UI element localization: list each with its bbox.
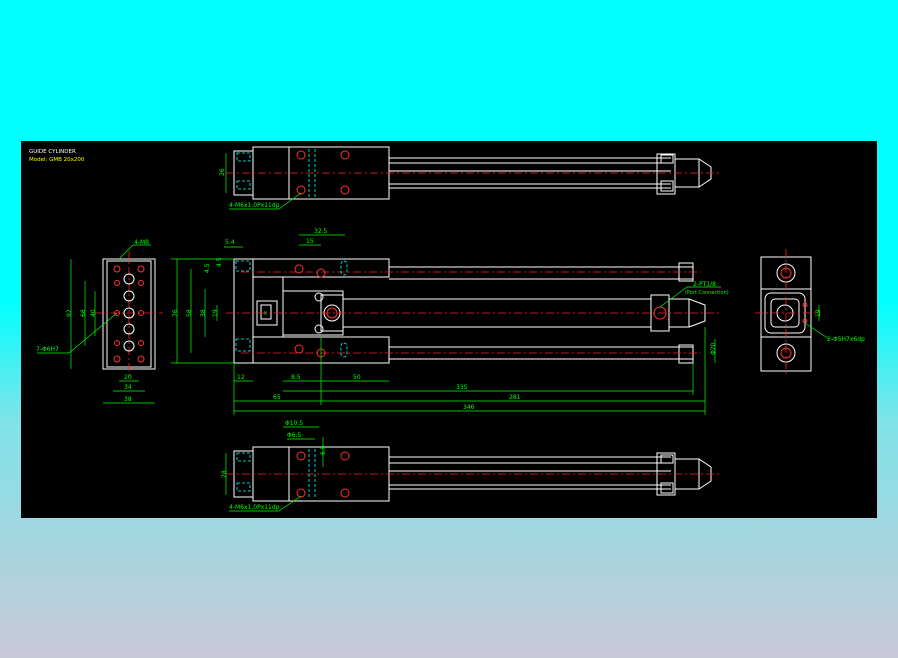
dim-top-holes-note: 4-M6x1.0Px11dp bbox=[229, 202, 280, 209]
guide-cylinder-drawing: GUIDE CYLINDER Model: GMB 20x200 26 4-M6… bbox=[29, 146, 865, 512]
dim-side-7-phi6h7: 7-Φ6H7 bbox=[36, 346, 59, 353]
dim-side-40: 40 bbox=[90, 309, 97, 317]
front-piston-mark: ✕ bbox=[263, 310, 268, 317]
dim-side-34: 34 bbox=[124, 384, 132, 391]
dim-bottom-height: 28 bbox=[221, 470, 228, 478]
dim-side-68: 68 bbox=[80, 309, 87, 317]
dim-front-38: 38 bbox=[200, 309, 207, 317]
front-view: ✕ 76 58 38 19 4.5 4.5 bbox=[171, 228, 729, 415]
dim-front-15: 15 bbox=[306, 238, 314, 245]
dim-front-8-5: 8.5 bbox=[291, 374, 301, 381]
end-view: 19 2-Φ5H7x6dp bbox=[755, 249, 865, 377]
dim-front-76: 76 bbox=[172, 309, 179, 317]
dim-front-4-5-b: 4.5 bbox=[216, 257, 223, 267]
drawing-title: GUIDE CYLINDER bbox=[29, 149, 76, 155]
dim-front-5-4: 5.4 bbox=[225, 239, 235, 246]
dim-port-note: 2-PT1/8 bbox=[693, 281, 716, 288]
top-view: 26 4-M6x1.0Px11dp bbox=[219, 146, 721, 210]
dim-front-50: 50 bbox=[353, 374, 361, 381]
dim-side-4-m8: 4-M8 bbox=[134, 239, 149, 246]
dim-front-335: 335 bbox=[456, 384, 468, 391]
bottom-view: Φ10.5 Φ6.5 6.5 28 4-M6x1.0Px11dp bbox=[221, 420, 721, 512]
dim-top-height: 26 bbox=[219, 168, 226, 176]
dim-front-12: 12 bbox=[237, 374, 245, 381]
dim-front-58: 58 bbox=[186, 309, 193, 317]
dim-bottom-phi10-5: Φ10.5 bbox=[285, 420, 303, 427]
dim-front-19: 19 bbox=[212, 309, 219, 317]
dim-port-sub: (Port Connection) bbox=[685, 290, 729, 296]
drawing-model: Model: GMB 20x200 bbox=[29, 157, 85, 163]
dim-front-281: 281 bbox=[509, 394, 521, 401]
dim-end-19: 19 bbox=[815, 309, 822, 317]
dim-front-346: 346 bbox=[463, 404, 475, 411]
dim-side-20: 20 bbox=[124, 374, 132, 381]
dim-front-32-5: 32.5 bbox=[314, 228, 328, 235]
dim-bottom-6-5: 6.5 bbox=[320, 445, 327, 455]
dim-end-note: 2-Φ5H7x6dp bbox=[827, 336, 865, 343]
dim-bottom-phi6-5: Φ6.5 bbox=[287, 432, 301, 439]
dim-front-65: 65 bbox=[273, 394, 281, 401]
dim-front-phi20: Φ20 bbox=[710, 342, 717, 355]
dim-front-4-5-a: 4.5 bbox=[204, 263, 211, 273]
cad-drawing-area[interactable]: GUIDE CYLINDER Model: GMB 20x200 26 4-M6… bbox=[21, 141, 877, 518]
dim-side-92: 92 bbox=[66, 309, 73, 317]
side-view: 92 68 40 4-M8 7-Φ6H7 20 34 38 bbox=[36, 239, 163, 404]
dim-bottom-holes-note: 4-M6x1.0Px11dp bbox=[229, 504, 280, 511]
dim-side-38: 38 bbox=[124, 396, 132, 403]
